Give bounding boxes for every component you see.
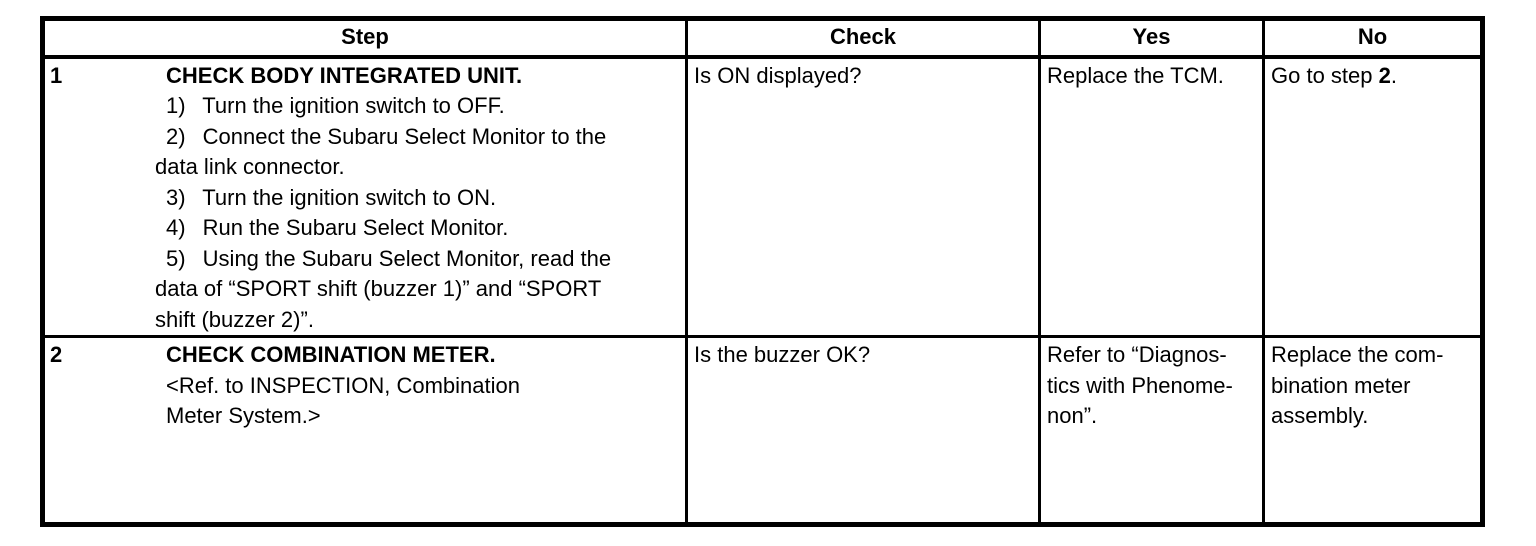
no-cell: Replace the com- bination meter assembly… (1262, 335, 1484, 526)
step-description: CHECK COMBINATION METER. <Ref. to INSPEC… (155, 340, 677, 432)
step-number: 2 (50, 342, 63, 367)
step-instruction: 2) Connect the Subaru Select Monitor to … (155, 123, 607, 180)
yes-cell: Replace the TCM. (1038, 55, 1265, 338)
column-header-check: Check (685, 17, 1041, 59)
column-header-yes: Yes (1038, 17, 1265, 59)
no-action: Replace the com- bination meter assembly… (1271, 342, 1444, 428)
check-cell: Is ON displayed? (685, 55, 1041, 338)
table-row-step-1: 1 CHECK BODY INTEGRATED UNIT. 1) Turn th… (41, 55, 1484, 338)
step-instruction: 5) Using the Subaru Select Monitor, read… (155, 245, 612, 332)
diagnostic-procedure-table: Step Check Yes No 1 CHECK BODY INTEGRATE… (40, 16, 1485, 527)
yes-action: Refer to “Diagnos- tics with Phenome- no… (1047, 342, 1233, 428)
table-row-step-2: 2 CHECK COMBINATION METER. <Ref. to INSP… (41, 335, 1484, 526)
header-row: Step Check Yes No (41, 17, 1484, 59)
step-title: CHECK COMBINATION METER. (166, 342, 496, 367)
check-question: Is the buzzer OK? (694, 342, 871, 367)
step-instruction: 3) Turn the ignition switch to ON. (166, 184, 497, 210)
no-cell: Go to step 2. (1262, 55, 1484, 338)
step-cell: 1 CHECK BODY INTEGRATED UNIT. 1) Turn th… (41, 55, 688, 338)
step-reference-note: <Ref. to INSPECTION, Combination Meter S… (166, 372, 520, 429)
column-header-no: No (1262, 17, 1484, 59)
step-description: CHECK BODY INTEGRATED UNIT. 1) Turn the … (155, 61, 677, 336)
step-number: 1 (50, 62, 63, 88)
step-instruction: 1) Turn the ignition switch to OFF. (166, 93, 505, 118)
step-instruction: 4) Run the Subaru Select Monitor. (166, 215, 509, 240)
no-action: Go to step 2. (1271, 61, 1476, 92)
no-action-text: . (1390, 62, 1397, 88)
check-cell: Is the buzzer OK? (685, 335, 1041, 526)
yes-cell: Refer to “Diagnos- tics with Phenome- no… (1038, 335, 1265, 526)
column-header-step: Step (41, 17, 688, 59)
step-title: CHECK BODY INTEGRATED UNIT. (166, 62, 523, 88)
yes-action: Replace the TCM. (1047, 62, 1224, 88)
check-question: Is ON displayed? (694, 62, 862, 88)
no-action-text: Go to step (1271, 62, 1379, 88)
step-reference: 2 (1378, 62, 1391, 88)
step-cell: 2 CHECK COMBINATION METER. <Ref. to INSP… (41, 335, 688, 526)
